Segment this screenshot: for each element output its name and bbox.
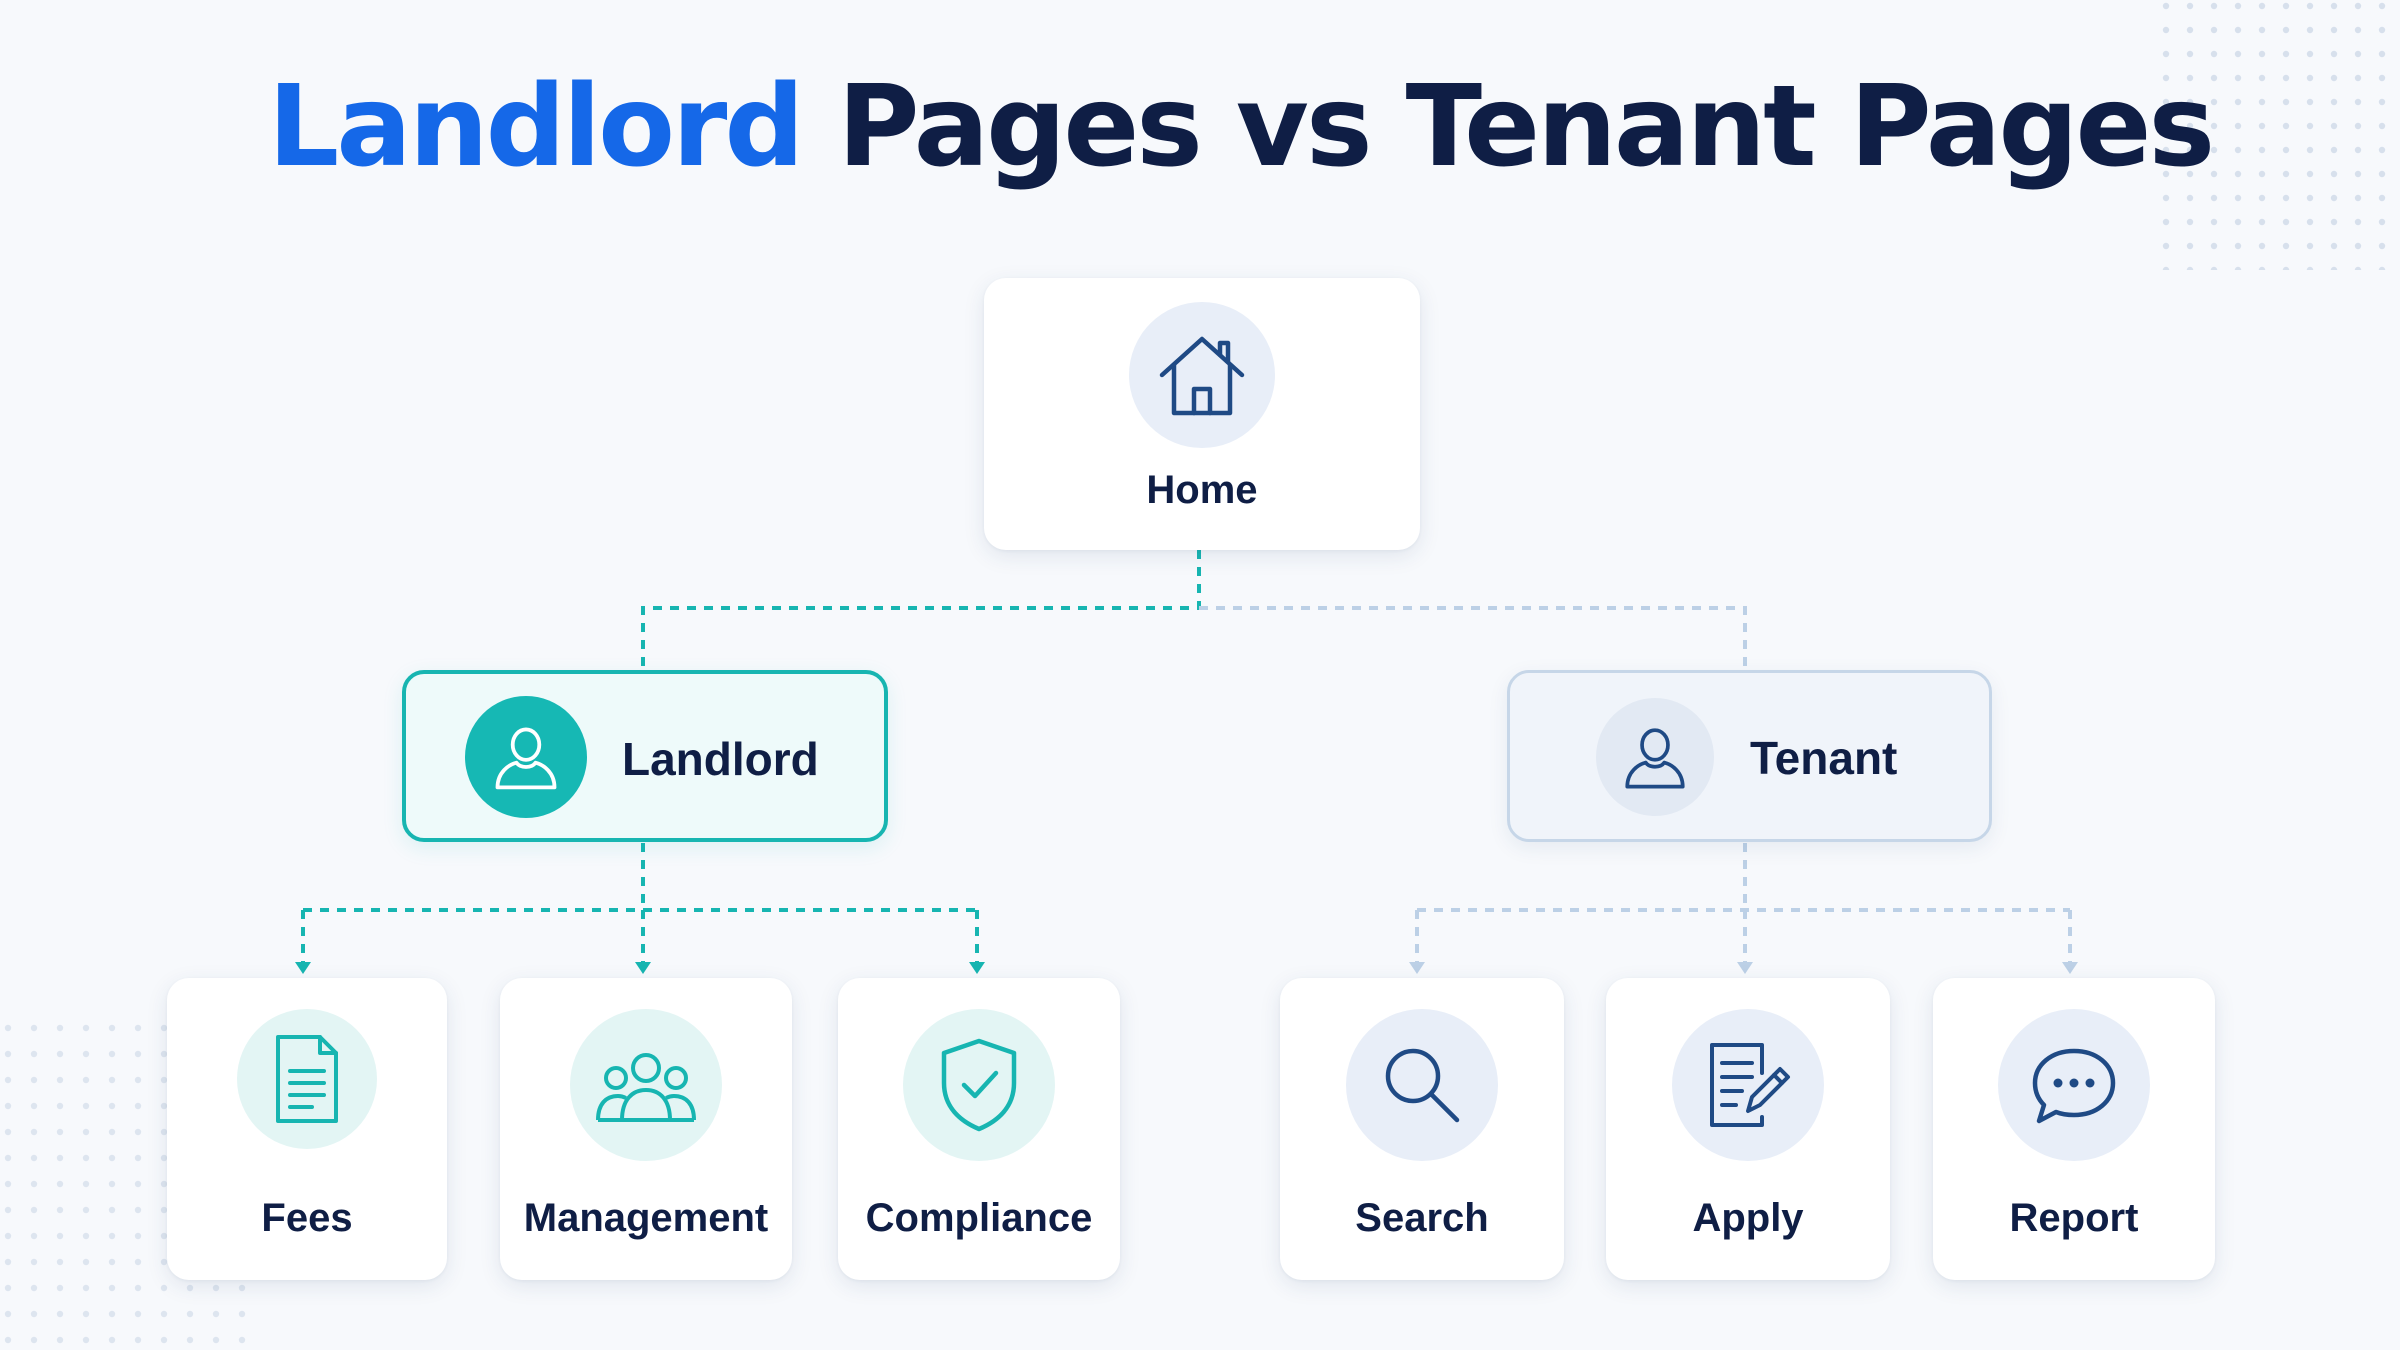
- apply-label: Apply: [1692, 1196, 1804, 1240]
- search-card[interactable]: Search: [1280, 978, 1564, 1280]
- tenant-avatar-circle: [1596, 698, 1714, 816]
- management-label: Management: [523, 1196, 769, 1240]
- connector-landlord-children: [301, 843, 979, 970]
- arrowhead-compliance: [969, 962, 985, 974]
- arrowhead-search: [1409, 962, 1425, 974]
- landlord-label: Landlord: [622, 733, 819, 785]
- team-icon: [596, 1053, 696, 1122]
- title-accent: Landlord: [267, 62, 805, 192]
- management-card[interactable]: Management: [500, 978, 792, 1280]
- user-icon: [1625, 728, 1685, 789]
- arrowhead-fees: [295, 962, 311, 974]
- report-icon-circle: [1998, 1009, 2150, 1161]
- home-label: Home: [1146, 468, 1258, 512]
- connector-home-landlord: [641, 550, 1201, 668]
- search-label: Search: [1355, 1196, 1489, 1240]
- dot-pattern-top-right: [2160, 0, 2400, 270]
- arrowhead-apply: [1737, 962, 1753, 974]
- tenant-group-box[interactable]: Tenant: [1507, 670, 1992, 842]
- edit-document-icon: [1710, 1043, 1790, 1127]
- diagram-title: Landlord Pages vs Tenant Pages: [0, 62, 2400, 192]
- arrowhead-report: [2062, 962, 2078, 974]
- tenant-label: Tenant: [1750, 732, 1898, 784]
- compliance-label: Compliance: [865, 1196, 1093, 1240]
- report-card[interactable]: Report: [1933, 978, 2215, 1280]
- fees-label: Fees: [261, 1196, 353, 1240]
- report-label: Report: [2009, 1196, 2139, 1240]
- compliance-card[interactable]: Compliance: [838, 978, 1120, 1280]
- connector-tenant-children: [1415, 843, 2072, 970]
- arrowhead-management: [635, 962, 651, 974]
- landlord-avatar-circle: [465, 696, 587, 818]
- search-icon-circle: [1346, 1009, 1498, 1161]
- management-icon-circle: [570, 1009, 722, 1161]
- compliance-icon-circle: [903, 1009, 1055, 1161]
- landlord-group-box[interactable]: Landlord: [402, 670, 888, 842]
- fees-icon-circle: [237, 1009, 377, 1149]
- title-rest: Pages vs Tenant Pages: [837, 62, 2215, 192]
- chat-icon: [2032, 1048, 2116, 1124]
- home-card[interactable]: Home: [984, 278, 1420, 550]
- search-icon: [1385, 1048, 1460, 1123]
- home-icon-circle: [1129, 302, 1275, 448]
- apply-icon-circle: [1672, 1009, 1824, 1161]
- user-icon: [495, 727, 557, 790]
- house-icon: [1159, 336, 1245, 416]
- apply-card[interactable]: Apply: [1606, 978, 1890, 1280]
- document-icon: [276, 1035, 338, 1123]
- connector-home-tenant: [1199, 606, 1747, 668]
- fees-card[interactable]: Fees: [167, 978, 447, 1280]
- shield-check-icon: [941, 1038, 1017, 1132]
